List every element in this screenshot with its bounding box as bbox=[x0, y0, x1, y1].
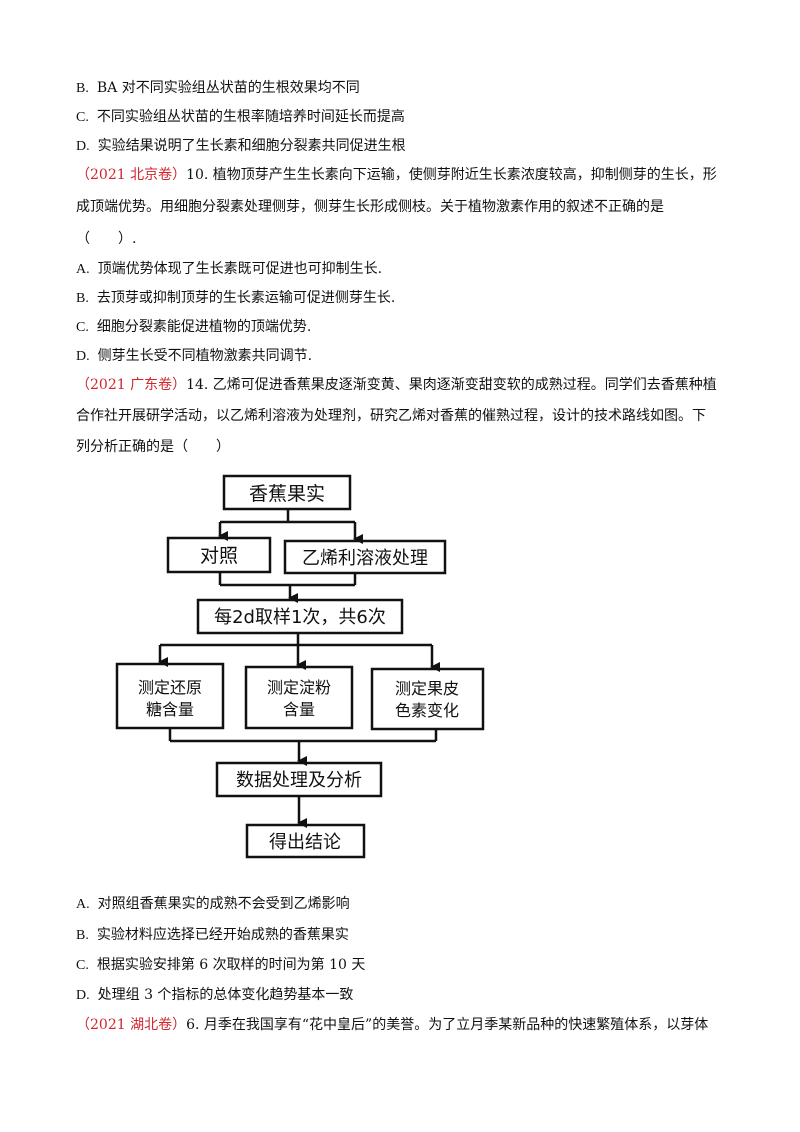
conclusion-label: 得出结论 bbox=[269, 832, 341, 853]
box-treatment bbox=[283, 539, 447, 575]
option-text: 对照组香蕉果实的成熟不会受到乙烯影响 bbox=[97, 896, 350, 912]
option-text: 细胞分裂素能促进植物的顶端优势. bbox=[96, 319, 312, 335]
start-label: 香蕉果实 bbox=[249, 483, 325, 505]
option-text: 实验结果说明了生长素和细胞分裂素共同促进生根 bbox=[97, 138, 406, 154]
measure-3-label-line2: 色素变化 bbox=[395, 701, 459, 720]
sampling-label: 每2d取样1次，共6次 bbox=[214, 607, 386, 628]
q6-source-tag: （2021 湖北卷） bbox=[76, 1017, 187, 1033]
q14-stem-line1: （2021 广东卷）14. 乙烯可促进香蕉果皮逐渐变黄、果肉逐渐变甜变软的成熟过… bbox=[76, 375, 717, 395]
q10-option-c: C. 细胞分裂素能促进植物的顶端优势. bbox=[76, 317, 311, 338]
treatment-label: 乙烯利溶液处理 bbox=[302, 548, 428, 569]
option-text: 不同实验组丛状苗的生根率随培养时间延长而提高 bbox=[96, 109, 405, 125]
q14-option-a: A. 对照组香蕉果实的成熟不会受到乙烯影响 bbox=[76, 894, 350, 915]
q14-source-tag: （2021 广东卷） bbox=[76, 377, 187, 393]
box-sampling bbox=[196, 598, 404, 635]
q10-source-tag: （2021 北京卷） bbox=[76, 167, 187, 183]
measure-1-label-line2: 糖含量 bbox=[146, 700, 194, 719]
option-text: 顶端优势体现了生长素既可促进也可抑制生长. bbox=[97, 261, 383, 277]
measure-3-label-line1: 测定果皮 bbox=[395, 679, 459, 698]
q10-option-a: A. 顶端优势体现了生长素既可促进也可抑制生长. bbox=[76, 259, 382, 280]
option-text: BA 对不同实验组丛状苗的生根效果均不同 bbox=[96, 80, 360, 96]
q10-option-b: B. 去顶芽或抑制顶芽的生长素运输可促进侧芽生长. bbox=[76, 288, 395, 309]
measure-2-label-line1: 测定淀粉 bbox=[267, 678, 331, 697]
analysis-label: 数据处理及分析 bbox=[236, 770, 362, 791]
q10-option-d: D. 侧芽生长受不同植物激素共同调节. bbox=[76, 346, 312, 367]
option-text: 侧芽生长受不同植物激素共同调节. bbox=[97, 348, 313, 364]
option-letter: B. bbox=[76, 928, 89, 943]
q14-option-d: D. 处理组 3 个指标的总体变化趋势基本一致 bbox=[76, 985, 353, 1006]
q14-option-b: B. 实验材料应选择已经开始成熟的香蕉果实 bbox=[76, 925, 349, 946]
option-letter: B. bbox=[76, 81, 89, 96]
q14-stem-line2: 合作社开展研学活动，以乙烯利溶液为处理剂，研究乙烯对香蕉的催熟过程，设计的技术路… bbox=[76, 408, 706, 424]
option-text: 处理组 3 个指标的总体变化趋势基本一致 bbox=[97, 987, 354, 1003]
q10-stem-text: 10. 植物顶芽产生生长素向下运输，使侧芽附近生长素浓度较高，抑制侧芽的生长，形 bbox=[186, 167, 717, 183]
q14-stem-line3: 列分析正确的是（ ） bbox=[76, 439, 230, 455]
q-prev-option-d: D. 实验结果说明了生长素和细胞分裂素共同促进生根 bbox=[76, 136, 406, 157]
q14-stem-text: 14. 乙烯可促进香蕉果皮逐渐变黄、果肉逐渐变甜变软的成熟过程。同学们去香蕉种植 bbox=[186, 377, 717, 393]
option-letter: A. bbox=[76, 262, 90, 277]
option-letter: D. bbox=[76, 988, 90, 1003]
option-letter: D. bbox=[76, 349, 90, 364]
q6-stem-line1: （2021 湖北卷）6. 月季在我国享有“花中皇后”的美誉。为了立月季某新品种的… bbox=[76, 1015, 708, 1035]
q10-stem-line3: （ ）. bbox=[76, 231, 137, 247]
q-prev-option-b: B. BA 对不同实验组丛状苗的生根效果均不同 bbox=[76, 78, 360, 99]
measure-2-label-line2: 含量 bbox=[283, 700, 315, 719]
q6-stem-text: 6. 月季在我国享有“花中皇后”的美誉。为了立月季某新品种的快速繁殖体系，以芽体 bbox=[186, 1017, 709, 1033]
option-text: 根据实验安排第 6 次取样的时间为第 10 天 bbox=[96, 957, 366, 973]
option-letter: A. bbox=[76, 897, 90, 912]
option-letter: D. bbox=[76, 139, 90, 154]
q10-stem-line1: （2021 北京卷）10. 植物顶芽产生生长素向下运输，使侧芽附近生长素浓度较高… bbox=[76, 165, 717, 185]
box-measure-3 bbox=[370, 667, 485, 731]
q10-stem-line2: 成顶端优势。用细胞分裂素处理侧芽，侧芽生长形成侧枝。关于植物激素作用的叙述不正确… bbox=[76, 199, 664, 215]
q14-option-c: C. 根据实验安排第 6 次取样的时间为第 10 天 bbox=[76, 955, 365, 976]
option-text: 去顶芽或抑制顶芽的生长素运输可促进侧芽生长. bbox=[96, 290, 396, 306]
option-letter: C. bbox=[76, 320, 89, 335]
option-letter: C. bbox=[76, 958, 89, 973]
option-text: 实验材料应选择已经开始成熟的香蕉果实 bbox=[96, 927, 349, 943]
q-prev-option-c: C. 不同实验组丛状苗的生根率随培养时间延长而提高 bbox=[76, 107, 405, 128]
option-letter: C. bbox=[76, 110, 89, 125]
option-letter: B. bbox=[76, 291, 89, 306]
measure-1-label-line1: 测定还原 bbox=[138, 678, 202, 697]
control-label: 对照 bbox=[200, 545, 238, 567]
